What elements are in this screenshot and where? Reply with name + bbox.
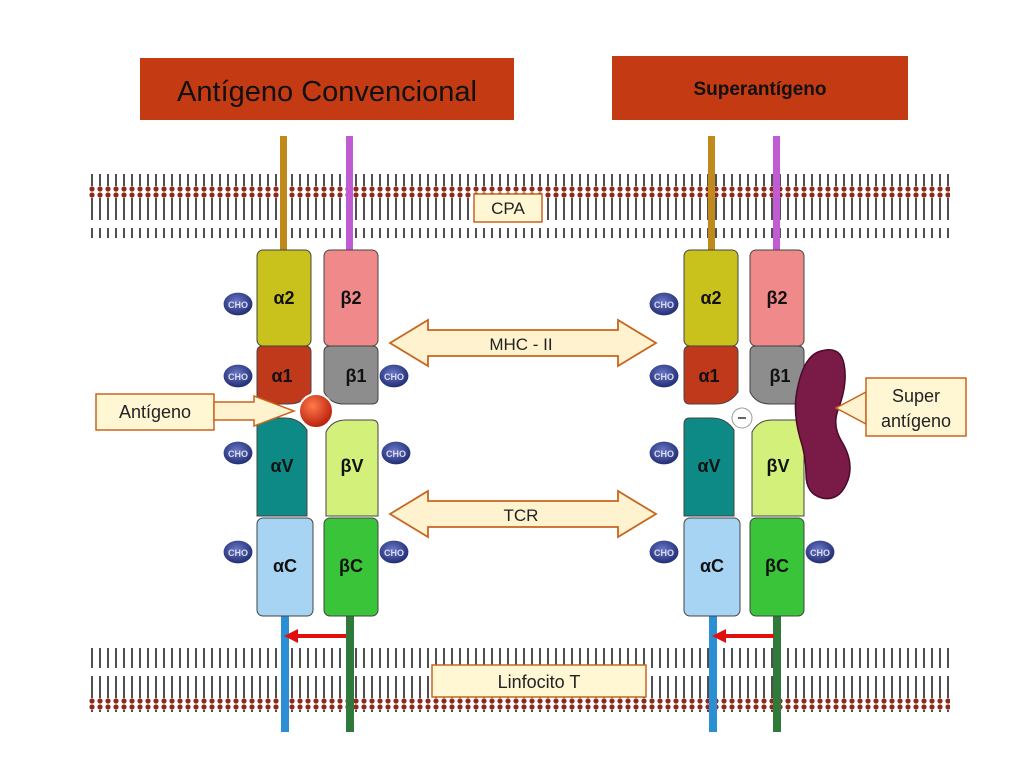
left-domain-ac: αC	[256, 517, 314, 617]
right-beta-bottom-stalk	[773, 614, 781, 732]
svg-text:βC: βC	[339, 556, 363, 576]
right-beta-top-stalk	[773, 136, 780, 252]
svg-text:CHO: CHO	[228, 449, 248, 459]
svg-text:β1: β1	[770, 366, 791, 386]
superantigen-molecule	[794, 349, 851, 500]
cho-group-right-a1: CHO	[648, 363, 680, 389]
left-domain-bc: βC	[323, 517, 379, 617]
mhc-label: MHC - II	[489, 335, 552, 354]
title-right: Superantígeno	[612, 56, 908, 120]
right-domain-b2: β2	[749, 249, 805, 347]
svg-text:β2: β2	[341, 288, 362, 308]
title-left-text: Antígeno Convencional	[177, 76, 477, 108]
svg-text:CHO: CHO	[810, 548, 830, 558]
svg-text:α2: α2	[273, 288, 294, 308]
superantigen-label-line1: Super	[892, 386, 940, 406]
left-domain-a2: α2	[256, 249, 312, 347]
right-alpha-bottom-stalk	[709, 614, 717, 732]
right-red-arrow	[712, 629, 774, 643]
cho-group-right-a2: CHO	[648, 291, 680, 317]
cho-group-right-bc: CHO	[804, 539, 836, 565]
svg-text:CHO: CHO	[384, 548, 404, 558]
svg-text:CHO: CHO	[228, 300, 248, 310]
svg-text:CHO: CHO	[654, 372, 674, 382]
cho-group-right-av: CHO	[648, 440, 680, 466]
left-domain-b1: β1	[323, 345, 379, 405]
cho-group-right-ac: CHO	[648, 539, 680, 565]
svg-text:αC: αC	[273, 556, 297, 576]
svg-text:αV: αV	[697, 456, 720, 476]
cho-group-left-a1: CHO	[222, 363, 254, 389]
svg-text:αC: αC	[700, 556, 724, 576]
left-domain-b2: β2	[323, 249, 379, 347]
svg-text:CHO: CHO	[654, 548, 674, 558]
left-beta-top-stalk	[346, 136, 353, 252]
right-domain-a1: α1	[683, 345, 739, 405]
left-red-arrow	[284, 629, 346, 643]
svg-text:α2: α2	[700, 288, 721, 308]
right-alpha-top-stalk	[708, 136, 715, 252]
tcell-label: Linfocito T	[431, 664, 647, 698]
antigen-peptide	[298, 393, 334, 429]
cho-group-left-bv: CHO	[380, 440, 412, 466]
left-domain-a1: α1	[256, 345, 312, 405]
apc-label: CPA	[473, 193, 543, 223]
antigen-callout: Antígeno	[95, 393, 297, 431]
superantigen-callout: Super antígeno	[834, 377, 967, 437]
right-domain-bc: βC	[749, 517, 805, 617]
svg-text:CHO: CHO	[384, 372, 404, 382]
right-domain-av: αV	[683, 417, 735, 517]
right-domain-bv: βV	[751, 419, 805, 517]
left-beta-bottom-stalk	[346, 614, 354, 732]
right-domain-ac: αC	[683, 517, 741, 617]
left-domain-bv: βV	[325, 419, 379, 517]
svg-text:CHO: CHO	[386, 449, 406, 459]
svg-text:βV: βV	[767, 456, 790, 476]
cho-group-left-ac: CHO	[222, 539, 254, 565]
svg-text:βC: βC	[765, 556, 789, 576]
svg-text:β1: β1	[346, 366, 367, 386]
title-right-text: Superantígeno	[693, 79, 826, 100]
cho-group-left-a2: CHO	[222, 291, 254, 317]
left-domain-av: αV	[256, 417, 308, 517]
svg-text:CPA: CPA	[491, 199, 525, 218]
svg-text:Linfocito T: Linfocito T	[498, 672, 581, 692]
antigen-label: Antígeno	[119, 402, 191, 422]
svg-text:αV: αV	[270, 456, 293, 476]
svg-text:CHO: CHO	[228, 372, 248, 382]
superantigen-label-line2: antígeno	[881, 411, 951, 431]
svg-text:α1: α1	[698, 366, 719, 386]
svg-text:CHO: CHO	[228, 548, 248, 558]
left-alpha-bottom-stalk	[281, 614, 289, 732]
tcr-label: TCR	[504, 506, 539, 525]
tcr-double-arrow: TCR	[388, 489, 658, 539]
svg-text:βV: βV	[341, 456, 364, 476]
svg-text:CHO: CHO	[654, 300, 674, 310]
svg-text:α1: α1	[271, 366, 292, 386]
title-left: Antígeno Convencional	[140, 58, 514, 120]
cho-group-left-av: CHO	[222, 440, 254, 466]
left-alpha-top-stalk	[280, 136, 287, 252]
cho-group-left-b1: CHO	[378, 363, 410, 389]
mhc-double-arrow: MHC - II	[388, 318, 658, 368]
svg-text:CHO: CHO	[654, 449, 674, 459]
cho-group-left-bc: CHO	[378, 539, 410, 565]
right-domain-a2: α2	[683, 249, 739, 347]
svg-text:β2: β2	[767, 288, 788, 308]
